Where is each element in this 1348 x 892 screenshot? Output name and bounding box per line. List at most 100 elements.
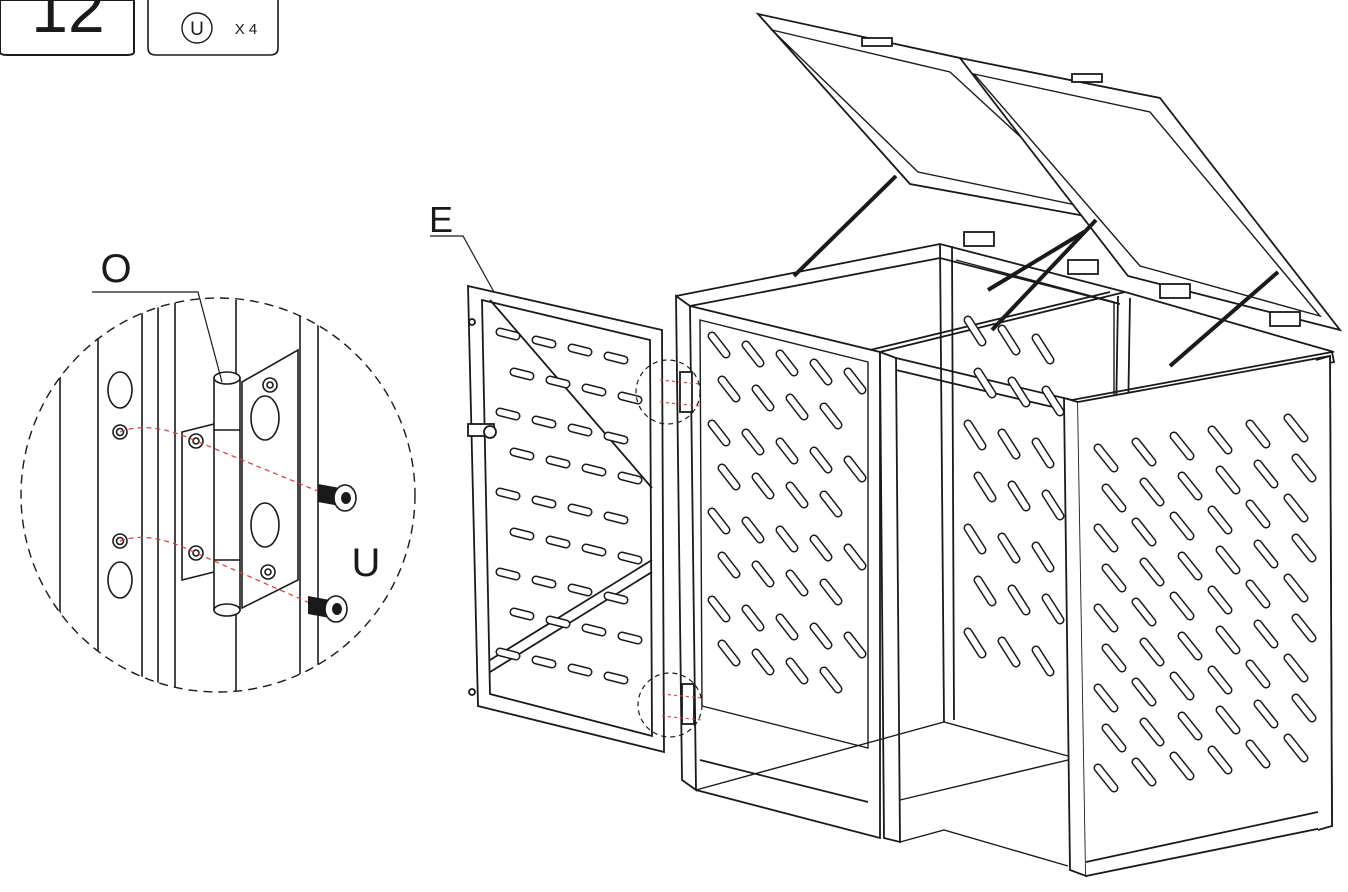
lids bbox=[755, 12, 1343, 368]
slot-inner bbox=[845, 633, 865, 657]
slot-inner bbox=[845, 369, 865, 393]
slot-inner bbox=[619, 633, 641, 643]
slot-inner bbox=[1171, 433, 1193, 459]
slot-inner bbox=[497, 489, 519, 499]
slot-inner bbox=[1009, 586, 1029, 614]
door-panel: E bbox=[429, 199, 665, 754]
slot-inner bbox=[533, 337, 555, 347]
slot-inner bbox=[1133, 599, 1155, 625]
hinge-detail-view: O U bbox=[20, 247, 416, 693]
slot-inner bbox=[1247, 421, 1269, 447]
back-panel-slots bbox=[963, 315, 1065, 677]
slot-inner bbox=[965, 525, 985, 553]
slot-inner bbox=[1033, 335, 1053, 363]
screw-label: U bbox=[352, 541, 381, 585]
slot-inner bbox=[1217, 627, 1239, 653]
slot-inner bbox=[511, 369, 533, 379]
slot-inner bbox=[777, 351, 797, 375]
slot-inner bbox=[583, 545, 605, 555]
slot-inner bbox=[1043, 595, 1063, 623]
slot-inner bbox=[821, 580, 841, 604]
slot-inner bbox=[1209, 507, 1231, 533]
slot-inner bbox=[547, 537, 569, 547]
slot-inner bbox=[533, 417, 555, 427]
slot-inner bbox=[497, 329, 519, 339]
slot-inner bbox=[497, 569, 519, 579]
bin-shed-body bbox=[635, 243, 1336, 878]
slot-inner bbox=[1171, 513, 1193, 539]
slot-inner bbox=[605, 433, 627, 443]
slot-inner bbox=[1285, 655, 1307, 681]
slot-inner bbox=[1255, 701, 1277, 727]
slot-inner bbox=[811, 536, 831, 560]
slot-inner bbox=[533, 577, 555, 587]
slot-inner bbox=[811, 448, 831, 472]
slot-inner bbox=[845, 545, 865, 569]
slot-inner bbox=[1141, 639, 1163, 665]
slot-inner bbox=[1103, 645, 1125, 671]
slot-inner bbox=[1171, 673, 1193, 699]
slot-inner bbox=[1033, 647, 1053, 675]
screw-icon bbox=[308, 595, 348, 623]
slot-inner bbox=[1285, 735, 1307, 761]
slot-inner bbox=[533, 657, 555, 667]
slot-inner bbox=[743, 518, 763, 542]
slot-inner bbox=[605, 593, 627, 603]
slot-inner bbox=[1285, 415, 1307, 441]
slot-inner bbox=[511, 449, 533, 459]
part-letter: U bbox=[190, 19, 204, 40]
slot-inner bbox=[497, 409, 519, 419]
slot-inner bbox=[1179, 633, 1201, 659]
slot-inner bbox=[619, 393, 641, 403]
slot-inner bbox=[1103, 565, 1125, 591]
slot-inner bbox=[569, 425, 591, 435]
slot-inner bbox=[1103, 725, 1125, 751]
slot-inner bbox=[719, 465, 739, 489]
slot-inner bbox=[821, 492, 841, 516]
slot-inner bbox=[975, 473, 995, 501]
slot-inner bbox=[1043, 491, 1063, 519]
slot-inner bbox=[1095, 685, 1117, 711]
slot-inner bbox=[709, 421, 729, 445]
slot-inner bbox=[787, 483, 807, 507]
door-panel-label: E bbox=[429, 199, 453, 240]
slot-inner bbox=[1209, 747, 1231, 773]
door-slots bbox=[495, 327, 643, 685]
slot-inner bbox=[975, 369, 995, 397]
slot-inner bbox=[753, 562, 773, 586]
slot-inner bbox=[719, 377, 739, 401]
slot-inner bbox=[1247, 661, 1269, 687]
slot-inner bbox=[1133, 519, 1155, 545]
slot-inner bbox=[787, 395, 807, 419]
slot-inner bbox=[777, 439, 797, 463]
slot-inner bbox=[1179, 473, 1201, 499]
slot-inner bbox=[1217, 547, 1239, 573]
slot-inner bbox=[583, 465, 605, 475]
slot-inner bbox=[1095, 605, 1117, 631]
slot-inner bbox=[1209, 587, 1231, 613]
slot-inner bbox=[1247, 741, 1269, 767]
slot-inner bbox=[1285, 575, 1307, 601]
slot-inner bbox=[547, 617, 569, 627]
slot-inner bbox=[547, 377, 569, 387]
slot-inner bbox=[605, 673, 627, 683]
slot-inner bbox=[569, 505, 591, 515]
slot-inner bbox=[999, 638, 1019, 666]
slot-inner bbox=[619, 473, 641, 483]
slot-inner bbox=[569, 345, 591, 355]
slot-inner bbox=[1141, 559, 1163, 585]
slot-inner bbox=[619, 553, 641, 563]
slot-inner bbox=[533, 497, 555, 507]
slot-inner bbox=[605, 353, 627, 363]
slot-inner bbox=[1103, 485, 1125, 511]
slot-inner bbox=[1095, 445, 1117, 471]
slot-inner bbox=[1293, 535, 1315, 561]
slot-inner bbox=[965, 421, 985, 449]
slot-inner bbox=[1171, 753, 1193, 779]
slot-inner bbox=[1009, 378, 1029, 406]
slot-inner bbox=[709, 509, 729, 533]
slot-inner bbox=[1217, 707, 1239, 733]
slot-inner bbox=[821, 668, 841, 692]
slot-inner bbox=[1293, 455, 1315, 481]
